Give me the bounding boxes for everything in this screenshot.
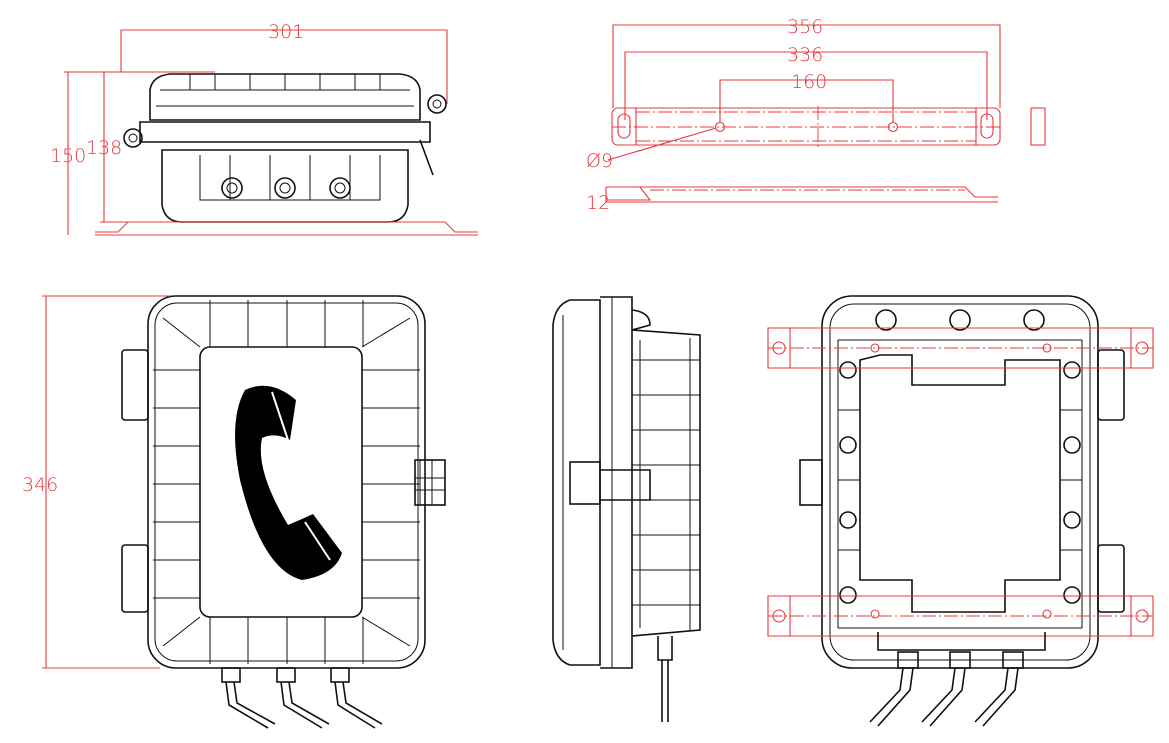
bracket-view: 356 336 160 Ø9 12 — [586, 16, 1046, 214]
dim-bracket-356: 356 — [787, 16, 823, 38]
top-view: 301 150 138 — [50, 21, 478, 236]
back-view — [767, 295, 1154, 727]
dim-height-138: 138 — [86, 137, 122, 159]
dim-bracket-160: 160 — [791, 71, 827, 93]
dim-height-346: 346 — [22, 474, 58, 496]
dim-height-150: 150 — [50, 145, 86, 167]
dim-width-301: 301 — [268, 21, 304, 43]
side-view — [552, 296, 701, 722]
dim-hole-diameter: Ø9 — [586, 150, 613, 172]
front-view: 346 — [22, 295, 446, 729]
dim-thickness-12: 12 — [586, 192, 610, 214]
telephone-handset-icon — [235, 385, 342, 580]
dim-bracket-336: 336 — [787, 44, 823, 66]
